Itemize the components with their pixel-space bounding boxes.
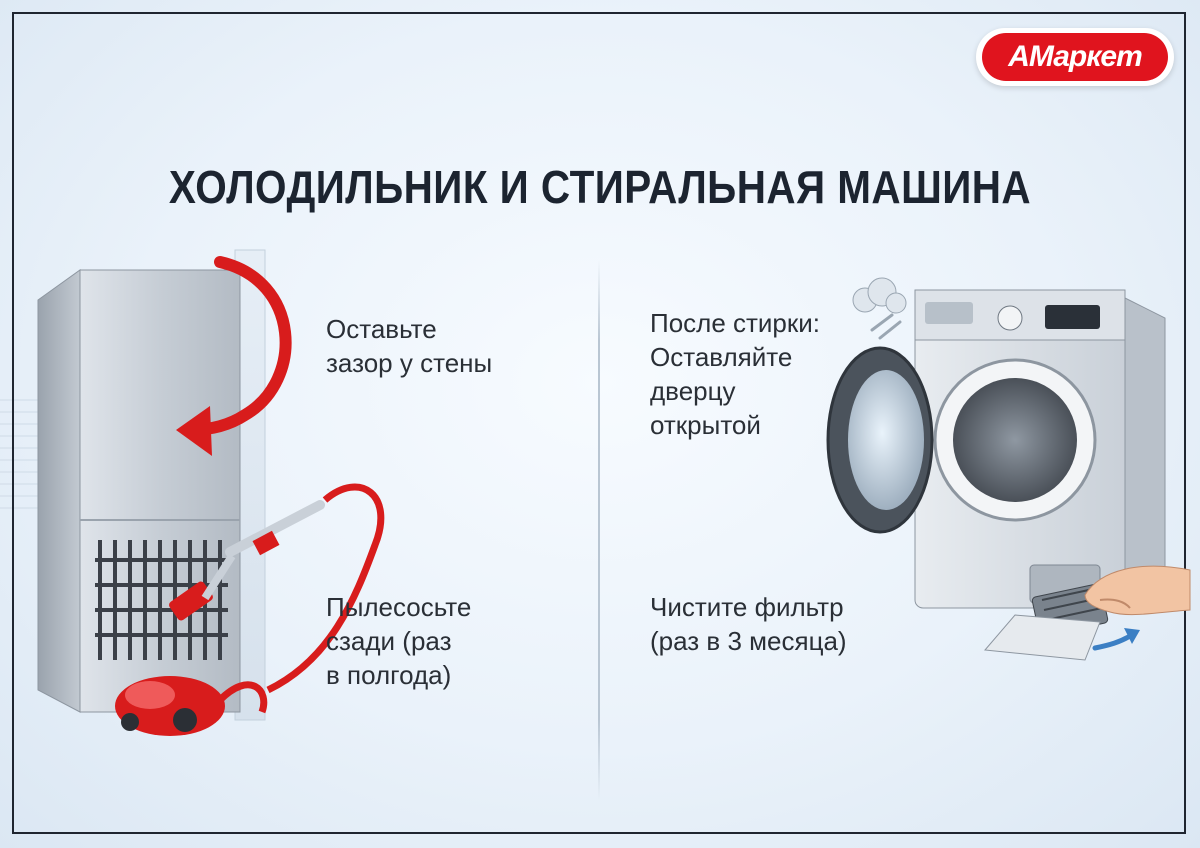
page-title: ХОЛОДИЛЬНИК И СТИРАЛЬНАЯ МАШИНА <box>168 161 1032 213</box>
tip-door-text: Оставляйте дверцу открытой <box>650 342 793 440</box>
program-knob <box>997 305 1023 331</box>
washer-door-glass <box>848 370 924 510</box>
vacuum-cleaner-icon <box>115 483 385 736</box>
brand-logo-text: АМаркет <box>1008 40 1143 73</box>
hand-icon <box>1084 565 1191 616</box>
tip-door-open: После стирки: Оставляйте дверцу открытой <box>650 306 820 442</box>
tip-wall-gap: Оставьте зазор у стены <box>326 314 493 378</box>
tip-vacuum-back: Пылесосьте сзади (раз в полгода) <box>326 592 472 690</box>
curved-arrow-icon <box>176 256 292 456</box>
brand-logo: АМаркет <box>976 28 1174 86</box>
tip-door-lead: После стирки: <box>650 308 821 338</box>
blue-arrow-icon <box>1092 628 1140 651</box>
section-divider <box>598 260 600 800</box>
washer-display <box>1045 305 1100 329</box>
washer-drum <box>953 378 1077 502</box>
washer-side <box>1124 297 1166 609</box>
brand-logo-badge: АМаркет <box>982 33 1168 81</box>
detergent-drawer <box>925 302 973 324</box>
tip-clean-filter: Чистите фильтр (раз в 3 месяца) <box>650 592 847 656</box>
filter-cover <box>983 614 1101 661</box>
outer-frame <box>12 12 1186 834</box>
steam-cloud-icon <box>852 277 907 340</box>
